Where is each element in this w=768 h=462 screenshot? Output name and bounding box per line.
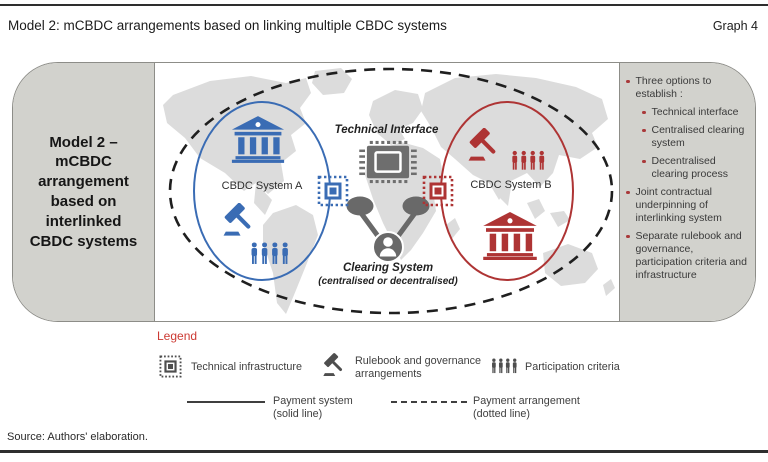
top-rule (0, 4, 768, 6)
clearing-system-sublabel: (centralised or decentralised) (318, 276, 458, 287)
bullet-icon (642, 159, 646, 164)
technical-interface-chip-icon (357, 139, 419, 185)
legend-label-payment-system-sub: (solid line) (273, 407, 323, 420)
people-icon (491, 358, 518, 374)
gavel-icon (323, 353, 348, 377)
left-model-panel: Model 2 – mCBDC arrangement based on int… (13, 63, 155, 321)
diagram-canvas: Technical Interface CBDC System A CBDC S… (155, 63, 619, 321)
legend-label-technical-infrastructure: Technical infrastructure (191, 361, 303, 373)
list-item-text: Technical interface (651, 106, 739, 119)
model-title: Model 2 – mCBDC arrangement based on int… (29, 133, 138, 250)
chip-icon (159, 355, 182, 378)
solid-line-sample (187, 401, 265, 403)
gavel-icon-system-a (223, 203, 252, 236)
legend-label-payment-arrangement-sub: (dotted line) (473, 407, 531, 420)
clearing-system-label: Clearing System (342, 262, 434, 274)
world-map (163, 68, 615, 314)
legend-row-icons: Technical infrastructure Rulebook and go… (155, 355, 625, 391)
clearing-system-icon (346, 196, 430, 263)
legend-label-rulebook: Rulebook and governance arrangements (355, 355, 482, 380)
source-note: Source: Authors' elaboration. (7, 431, 148, 443)
bullet-icon (626, 190, 630, 195)
list-item-text: Decentralised clearing process (651, 155, 728, 181)
legend-title: Legend (157, 329, 198, 343)
legend-row-lines: Payment system (solid line) Payment arra… (155, 393, 625, 425)
list-item-text: Separate rulebook and governance, partic… (635, 230, 747, 282)
list-item: Joint contractual underpinning of interl… (624, 186, 749, 225)
system-b-label: CBDC System B (470, 179, 552, 191)
list-item-text: Centralised clearing system (651, 124, 745, 150)
figure-title: Model 2: mCBDC arrangements based on lin… (8, 18, 447, 33)
list-item-text: Joint contractual underpinning of interl… (635, 186, 722, 225)
legend-label-participation: Participation criteria (525, 361, 620, 373)
list-item-text: Three options to establish : (635, 75, 712, 101)
legend-label-payment-arrangement: Payment arrangement (473, 395, 580, 407)
bank-icon-system-b (483, 212, 537, 260)
list-item: Technical interface (640, 106, 749, 119)
right-options-panel: Three options to establish : Technical i… (619, 63, 755, 321)
list-item: Centralised clearing system (640, 124, 749, 150)
mcbdc-diagram (163, 67, 615, 315)
list-item: Separate rulebook and governance, partic… (624, 230, 749, 282)
list-item: Three options to establish : (624, 75, 749, 101)
diagram-frame: Model 2 – mCBDC arrangement based on int… (12, 62, 756, 322)
payment-arrangement-ellipse (168, 67, 614, 315)
bullet-icon (642, 128, 646, 133)
bullet-icon (642, 110, 646, 115)
legend-label-payment-system: Payment system (273, 395, 353, 407)
bullet-icon (626, 79, 630, 83)
technical-interface-label: Technical Interface (334, 124, 439, 136)
graph-number-label: Graph 4 (712, 19, 758, 33)
list-item: Decentralised clearing process (640, 155, 749, 181)
system-a-label: CBDC System A (221, 180, 303, 192)
bullet-icon (626, 234, 630, 239)
bottom-rule (0, 450, 768, 453)
dashed-line-sample (391, 401, 467, 403)
chip-icon-system-a (317, 175, 349, 207)
legend: Legend Technical infrastructure Rulebook… (155, 329, 625, 425)
